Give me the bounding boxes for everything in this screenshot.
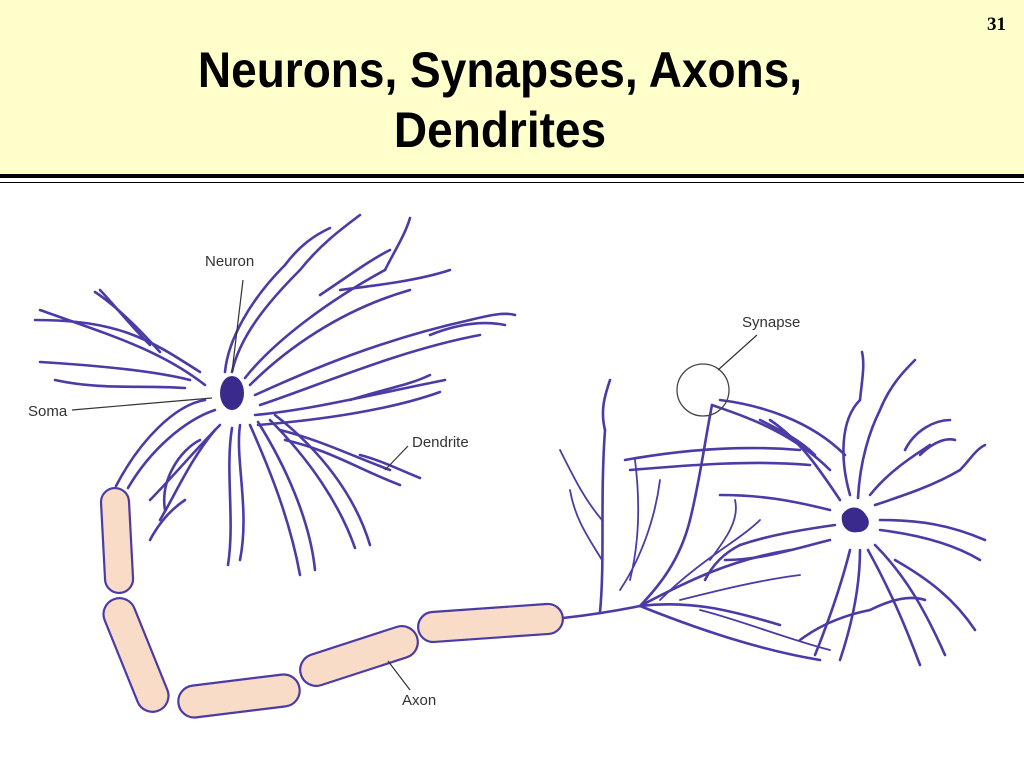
leader-synapse [717, 334, 758, 371]
myelin-segment [99, 486, 135, 595]
diagram-labels: Neuron Soma Dendrite Synapse Axon [28, 253, 800, 709]
label-dendrite: Dendrite [412, 434, 469, 451]
title-line-2: Dendrites [393, 102, 607, 158]
right-neuron-nucleus [841, 507, 869, 533]
leader-soma [71, 397, 213, 411]
leader-axon [387, 660, 411, 691]
label-soma: Soma [28, 403, 68, 420]
label-neuron: Neuron [205, 253, 254, 270]
myelin-segment [299, 624, 419, 688]
leader-dendrite [384, 445, 409, 471]
page-number: 31 [987, 14, 1006, 35]
myelin-segment [417, 602, 564, 644]
neuron-diagram: Neuron Soma Dendrite Synapse Axon [28, 213, 987, 719]
synapse-circle [676, 363, 730, 417]
title-divider-thin [0, 182, 1024, 183]
leader-neuron [231, 279, 244, 373]
myelin-segment [102, 597, 170, 713]
label-synapse: Synapse [742, 314, 800, 331]
label-axon: Axon [402, 692, 436, 709]
title-divider-thick [0, 174, 1024, 178]
left-neuron-nucleus [220, 376, 244, 410]
title-line-1: Neurons, Synapses, Axons, [197, 42, 803, 98]
myelin-segment [177, 673, 301, 719]
left-neuron-dendrites [33, 213, 517, 577]
slide-title: Neurons, Synapses, Axons, Dendrites [40, 40, 960, 160]
axon [99, 378, 831, 719]
right-neuron-dendrites [623, 350, 987, 667]
title-banner: 31 Neurons, Synapses, Axons, Dendrites [0, 0, 1024, 174]
